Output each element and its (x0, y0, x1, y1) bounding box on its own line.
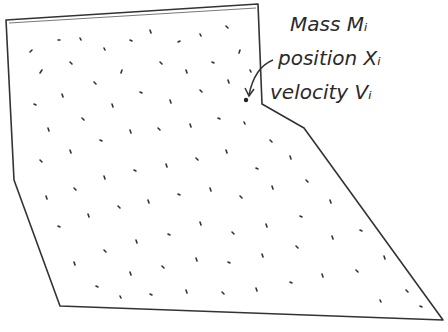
particle-dots (30, 26, 422, 307)
property-label: position Xᵢ (278, 46, 381, 70)
property-label: velocity Vᵢ (270, 80, 372, 104)
property-label: Mass Mᵢ (290, 12, 368, 36)
leader-arrowhead (245, 88, 254, 96)
outline-stroke (9, 8, 256, 23)
body-outline (6, 4, 443, 320)
marked-particle (244, 98, 248, 102)
